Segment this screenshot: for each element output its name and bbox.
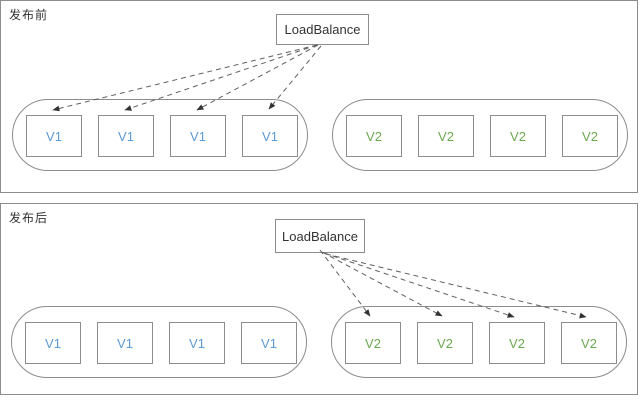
v1-cluster: V1 V1 V1 V1: [11, 306, 307, 378]
v1-node: V1: [26, 115, 82, 157]
v1-node: V1: [169, 322, 225, 364]
v2-node: V2: [490, 115, 546, 157]
panel-before-release: 发布前 LoadBalance V1 V1 V1 V1 V2 V2 V2 V2: [0, 0, 638, 193]
v2-node: V2: [418, 115, 474, 157]
v2-node: V2: [417, 322, 473, 364]
load-balancer-node: LoadBalance: [276, 14, 369, 45]
load-balancer-node: LoadBalance: [275, 219, 365, 253]
panel-after-release: 发布后 LoadBalance V1 V1 V1 V1 V2 V2 V2 V2: [0, 203, 638, 395]
v1-node: V1: [242, 115, 298, 157]
v1-cluster: V1 V1 V1 V1: [12, 99, 308, 171]
v2-node: V2: [489, 322, 545, 364]
v2-cluster: V2 V2 V2 V2: [331, 306, 627, 378]
v2-node: V2: [345, 322, 401, 364]
panel-title: 发布前: [9, 8, 49, 22]
v2-node: V2: [562, 115, 618, 157]
v2-cluster: V2 V2 V2 V2: [332, 99, 628, 171]
v1-node: V1: [98, 115, 154, 157]
v1-node: V1: [170, 115, 226, 157]
v1-node: V1: [97, 322, 153, 364]
v1-node: V1: [241, 322, 297, 364]
v1-node: V1: [25, 322, 81, 364]
v2-node: V2: [561, 322, 617, 364]
panel-title: 发布后: [9, 211, 49, 225]
v2-node: V2: [346, 115, 402, 157]
